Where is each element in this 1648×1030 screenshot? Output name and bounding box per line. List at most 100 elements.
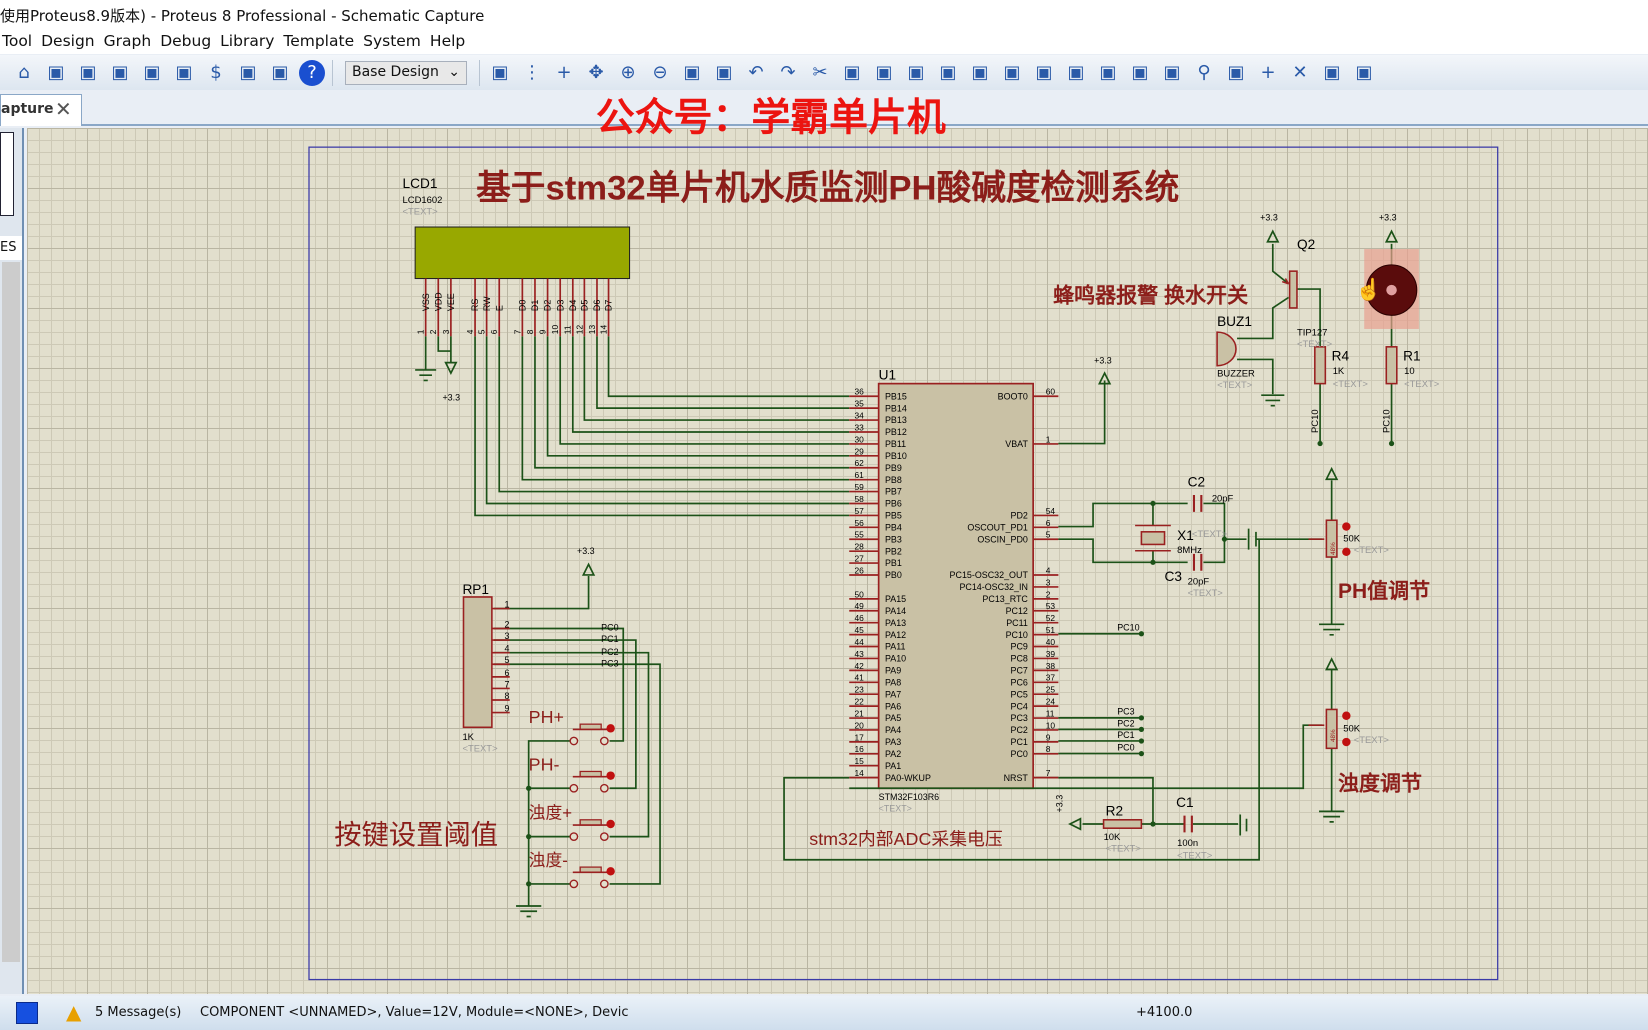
keys-threshold-label: 按键设置阈值 (334, 819, 498, 850)
exit-to-parent-icon[interactable]: ▣ (1323, 62, 1341, 83)
mcu-pin-label: PB8 (885, 475, 902, 485)
left-panel: ES (0, 128, 24, 994)
new-sheet-icon[interactable]: + (1260, 62, 1276, 83)
c2-ref: C2 (1188, 475, 1205, 490)
undo-icon[interactable]: ↶ (748, 62, 764, 83)
potentiometer-turbidity[interactable] (1308, 708, 1351, 750)
block-copy-icon[interactable]: ▣ (907, 62, 925, 83)
rp1-pin-number: 6 (504, 668, 509, 678)
decompose-icon[interactable]: ▣ (1131, 62, 1149, 83)
push-button[interactable] (569, 723, 615, 746)
resistor-r1[interactable] (1385, 346, 1398, 385)
push-button[interactable] (569, 819, 615, 841)
resistor-pack-rp1[interactable] (462, 596, 493, 729)
menu-help[interactable]: Help (429, 32, 466, 50)
mcu-pin-number: 58 (854, 494, 864, 504)
mcu-body[interactable] (877, 382, 1034, 790)
block-delete-icon[interactable]: ▣ (1003, 62, 1021, 83)
adc-label: stm32内部ADC采集电压 (809, 829, 1003, 849)
design-select-value: Base Design (352, 63, 439, 80)
wire-autorouter-icon[interactable]: ▣ (1163, 62, 1181, 83)
mcu-pin-label: PB14 (885, 403, 907, 413)
refresh-icon[interactable]: ▣ (491, 62, 509, 83)
wire (559, 336, 850, 445)
messages-count[interactable]: 5 Message(s) (95, 1005, 182, 1020)
search-icon[interactable]: ⚲ (1197, 62, 1211, 83)
r2-text: <TEXT> (1106, 843, 1142, 854)
menu-template[interactable]: Template (283, 32, 355, 50)
pan-icon[interactable]: ✥ (588, 62, 604, 83)
menu-library[interactable]: Library (220, 32, 275, 50)
mcu-pin-number: 15 (854, 756, 864, 766)
schematic-icon[interactable]: ▣ (47, 62, 65, 83)
hand-cursor-icon: ☝ (1356, 276, 1382, 302)
mcu-pin-number: 17 (854, 732, 864, 742)
buzzer-icon[interactable] (1216, 331, 1237, 367)
crystal-x1[interactable] (1135, 524, 1171, 552)
menu-tool[interactable]: Tool (2, 32, 33, 50)
menu-design[interactable]: Design (41, 32, 95, 50)
animation-play-icon[interactable] (16, 1002, 38, 1024)
mcu-pin-number: 57 (854, 506, 864, 516)
device-list-scrollbar[interactable] (2, 262, 20, 962)
mcu-pin-number: 1 (1046, 434, 1051, 444)
zoom-area-icon[interactable]: ▣ (715, 62, 733, 83)
help-icon[interactable]: ? (299, 59, 325, 86)
potentiometer-ph[interactable] (1308, 519, 1351, 558)
mcu-pin-label: PC3 (1011, 713, 1028, 723)
push-button[interactable] (569, 770, 615, 793)
resistor-r4[interactable] (1314, 346, 1327, 385)
mcu-pin-number: 62 (854, 458, 864, 468)
bom-icon[interactable]: $ (210, 62, 222, 83)
electrical-rule-check-icon[interactable]: ▣ (1355, 62, 1373, 83)
grid-icon[interactable]: ⋮ (523, 62, 541, 83)
zoom-out-icon[interactable]: ⊖ (652, 62, 668, 83)
r1-ref: R1 (1403, 349, 1420, 364)
cut-icon[interactable]: ✂ (812, 62, 828, 83)
paste-icon[interactable]: ▣ (875, 62, 893, 83)
transistor-q2[interactable] (1281, 270, 1298, 309)
copy-icon[interactable]: ▣ (843, 62, 861, 83)
zoom-all-icon[interactable]: ▣ (683, 62, 701, 83)
3d-viewer-icon[interactable]: ▣ (143, 62, 161, 83)
ground-icon (516, 905, 542, 918)
net-label-pc3: PC3 (1117, 707, 1134, 717)
block-rotate-icon[interactable]: ▣ (971, 62, 989, 83)
remove-sheet-icon[interactable]: ✕ (1292, 62, 1308, 83)
make-device-icon[interactable]: ▣ (1067, 62, 1085, 83)
menu-graph[interactable]: Graph (103, 32, 152, 50)
capacitor-c1 (1183, 815, 1193, 833)
push-button[interactable] (569, 866, 615, 889)
lcd-pin-label: VDD (433, 292, 443, 311)
warning-icon: ▲ (66, 1000, 82, 1024)
mcu-pin-label: PB6 (885, 499, 902, 509)
home-icon[interactable]: ⌂ (18, 62, 30, 83)
wire (583, 336, 850, 421)
vsm-studio-icon[interactable]: ▣ (239, 62, 257, 83)
pick-device-icon[interactable]: ▣ (1035, 62, 1053, 83)
notes-icon[interactable]: ▣ (271, 62, 289, 83)
zoom-in-icon[interactable]: ⊕ (620, 62, 636, 83)
lcd-pin-number: 12 (574, 325, 584, 335)
preview-window[interactable] (0, 132, 14, 216)
schematic-canvas[interactable] (27, 128, 1648, 994)
ground-icon (1239, 814, 1248, 836)
property-assign-icon[interactable]: ▣ (1227, 62, 1245, 83)
menu-debug[interactable]: Debug (160, 32, 212, 50)
resistor-r2[interactable] (1102, 819, 1143, 829)
packaging-icon[interactable]: ▣ (1099, 62, 1117, 83)
pcb-icon[interactable]: ▣ (79, 62, 97, 83)
origin-icon[interactable]: + (556, 62, 572, 83)
motor-icon[interactable] (1365, 264, 1418, 316)
design-select[interactable]: Base Design⌄ (345, 60, 467, 85)
design-explorer-icon[interactable]: ▣ (175, 62, 193, 83)
mcu-pin-number: 41 (854, 673, 864, 683)
tab-schematic-capture[interactable]: apture✕ (0, 94, 82, 126)
menu-system[interactable]: System (363, 32, 421, 50)
button-toggle-icon (606, 724, 615, 733)
redo-icon[interactable]: ↷ (780, 62, 796, 83)
gerber-icon[interactable]: ▣ (111, 62, 129, 83)
net-label-pc0: PC0 (601, 623, 618, 633)
close-icon[interactable]: ✕ (55, 97, 72, 121)
block-move-icon[interactable]: ▣ (939, 62, 957, 83)
